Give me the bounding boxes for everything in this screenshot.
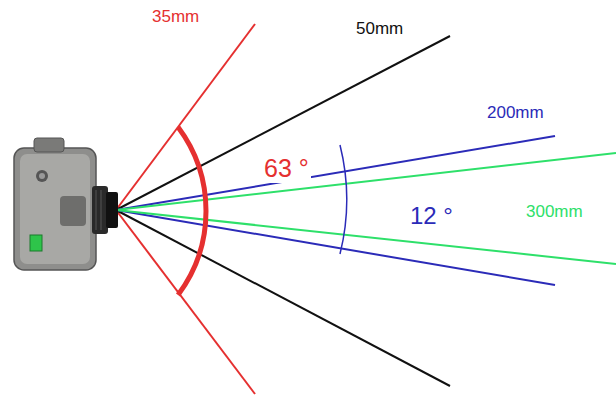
focal-length-label: 35mm: [150, 8, 201, 27]
angle-arc-63: [178, 127, 206, 295]
fov-line-50mm: [116, 36, 450, 210]
camera-lens: [92, 186, 118, 234]
fov-line-300mm: [116, 153, 616, 210]
fov-line-200mm: [116, 136, 555, 210]
fov-line-35mm: [116, 210, 255, 394]
angle-label: 63 °: [262, 155, 311, 183]
fov-line-50mm: [116, 210, 450, 386]
angle-arc-12: [340, 145, 347, 254]
focal-length-label: 50mm: [354, 20, 405, 39]
focal-length-label: 300mm: [524, 203, 585, 222]
fov-line-200mm: [116, 210, 555, 285]
fov-line-35mm: [116, 24, 255, 210]
angle-label: 12 °: [408, 203, 455, 229]
focal-length-label: 200mm: [485, 104, 546, 123]
camera-body: [14, 138, 96, 270]
